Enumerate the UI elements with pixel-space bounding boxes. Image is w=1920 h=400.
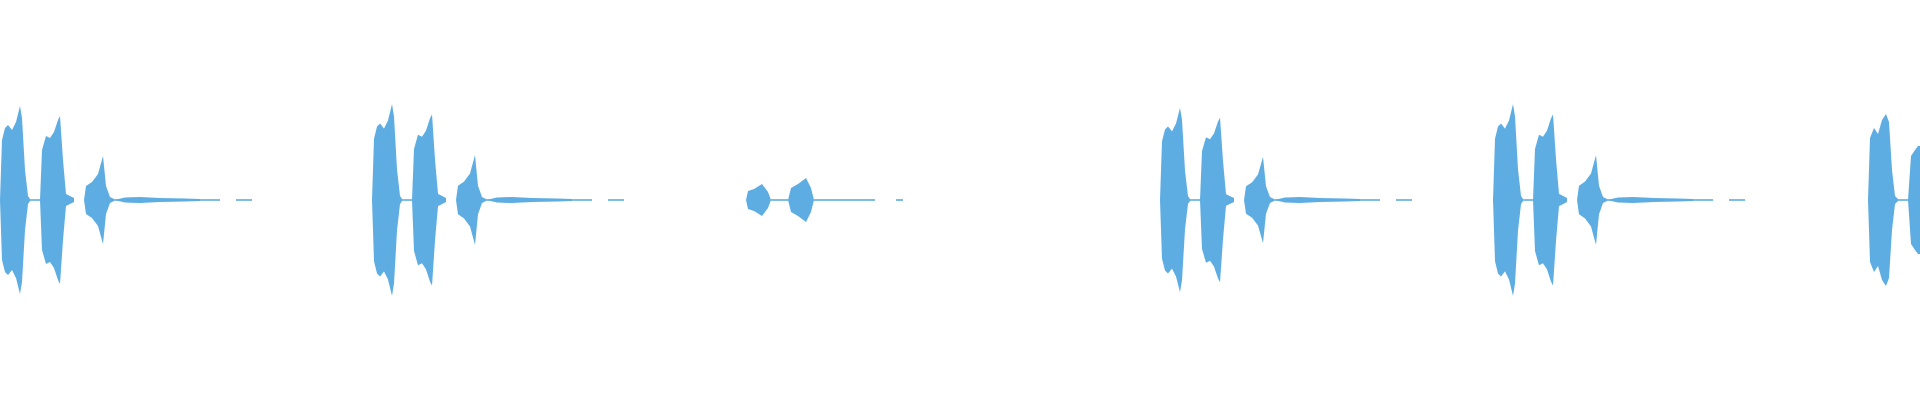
waveform-trail-2 xyxy=(486,199,592,201)
waveform-burst-1-a xyxy=(0,106,30,294)
waveform-dot-2 xyxy=(608,199,624,201)
waveform-burst-4-a xyxy=(1160,107,1190,293)
waveform-trail-4 xyxy=(1274,199,1380,201)
waveform-burst-5-b xyxy=(1533,114,1567,286)
waveform-burst-4-b xyxy=(1200,117,1234,283)
waveform-dot-3 xyxy=(896,199,903,201)
waveform-burst-5-a xyxy=(1493,104,1523,296)
waveform-burst-2-b xyxy=(412,114,446,286)
waveform-gap-1-a xyxy=(28,199,42,201)
waveform-burst-1-c xyxy=(84,156,114,244)
waveform-burst-3-a xyxy=(746,184,771,216)
waveform-gap-5-a xyxy=(1521,199,1535,201)
waveform-trail-1 xyxy=(114,199,220,201)
waveform-burst-3-b xyxy=(788,178,814,222)
waveform-gap-3 xyxy=(771,199,788,201)
waveform-burst-6-b xyxy=(1908,146,1920,254)
waveform-burst-5-c xyxy=(1577,155,1607,245)
waveform-trail-5 xyxy=(1607,199,1713,201)
waveform-burst-4-c xyxy=(1244,156,1274,244)
waveform-gap-2-a xyxy=(400,199,414,201)
waveform-dot-4 xyxy=(1396,199,1412,201)
waveform-gap-6 xyxy=(1896,199,1908,201)
waveform-gap-4-a xyxy=(1188,199,1202,201)
waveform-trail-3 xyxy=(814,199,875,201)
waveform-burst-1-b xyxy=(40,116,74,284)
waveform-dot-5 xyxy=(1729,199,1745,201)
waveform-dot-1 xyxy=(236,199,252,201)
waveform-burst-2-a xyxy=(372,104,402,296)
waveform-burst-2-c xyxy=(456,155,486,245)
waveform-burst-6-a xyxy=(1868,114,1898,286)
